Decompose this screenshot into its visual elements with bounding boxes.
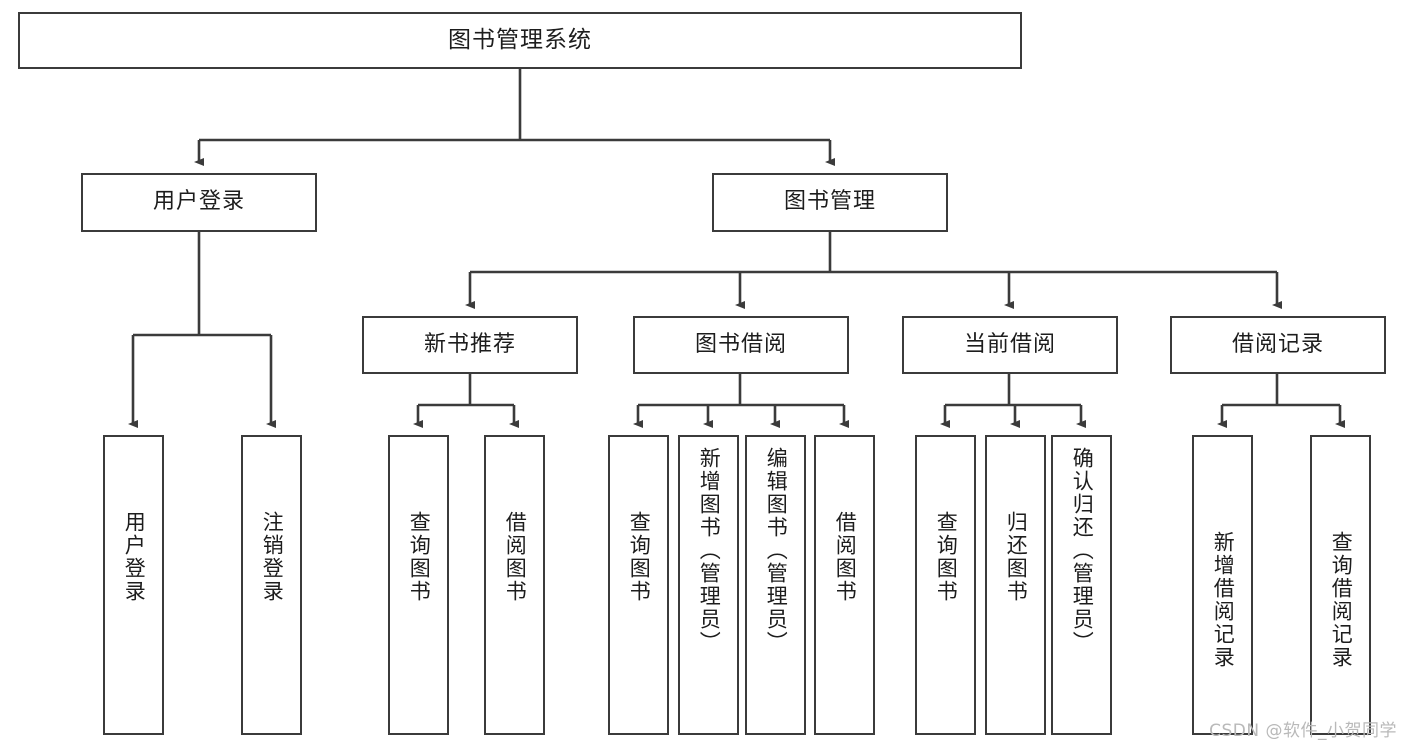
leaf-label: 查询图书 [627,511,652,603]
leaf-borrow-record-query[interactable]: 查询借阅记录 [1310,435,1371,735]
leaf-label: 编辑图书（管理员） [764,447,789,654]
leaf-new-book-borrow[interactable]: 借阅图书 [484,435,545,735]
node-book-management[interactable]: 图书管理 [712,173,948,232]
leaf-borrow-record-add[interactable]: 新增借阅记录 [1192,435,1253,735]
leaf-book-borrow-borrow[interactable]: 借阅图书 [814,435,875,735]
node-book-borrow[interactable]: 图书借阅 [633,316,849,374]
leaf-label: 查询图书 [934,511,959,603]
node-current-borrow[interactable]: 当前借阅 [902,316,1118,374]
leaf-label: 注销登录 [260,511,285,603]
leaf-label: 新增借阅记录 [1211,531,1236,669]
csdn-watermark: CSDN @软件_小贺同学 [1209,721,1397,741]
leaf-label: 用户登录 [122,511,147,603]
leaf-label: 借阅图书 [503,511,528,603]
leaf-current-borrow-query[interactable]: 查询图书 [915,435,976,735]
node-new-book-recommend[interactable]: 新书推荐 [362,316,578,374]
leaf-label: 查询图书 [407,511,432,603]
leaf-book-borrow-add-admin[interactable]: 新增图书（管理员） [678,435,739,735]
leaf-label: 归还图书 [1004,511,1029,603]
node-root[interactable]: 图书管理系统 [18,12,1022,69]
leaf-label: 借阅图书 [833,511,858,603]
leaf-label: 确认归还（管理员） [1070,447,1095,654]
node-borrow-record[interactable]: 借阅记录 [1170,316,1386,374]
node-user-login[interactable]: 用户登录 [81,173,317,232]
leaf-current-borrow-return[interactable]: 归还图书 [985,435,1046,735]
leaf-user-login-logout[interactable]: 注销登录 [241,435,302,735]
leaf-book-borrow-query[interactable]: 查询图书 [608,435,669,735]
leaf-book-borrow-edit-admin[interactable]: 编辑图书（管理员） [745,435,806,735]
leaf-label: 查询借阅记录 [1329,531,1354,669]
leaf-user-login-login[interactable]: 用户登录 [103,435,164,735]
leaf-current-borrow-confirm-admin[interactable]: 确认归还（管理员） [1051,435,1112,735]
leaf-new-book-query[interactable]: 查询图书 [388,435,449,735]
leaf-label: 新增图书（管理员） [697,447,722,654]
